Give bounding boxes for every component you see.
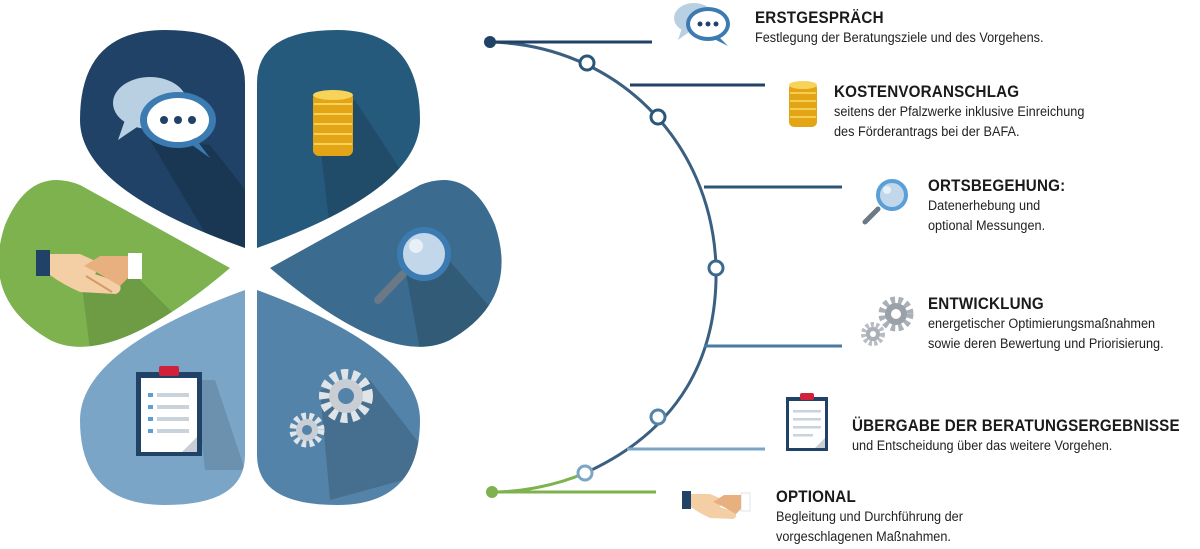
- timeline-node: [649, 408, 667, 426]
- handshake-icon: [682, 491, 751, 519]
- speech-bubbles-icon: [674, 3, 730, 46]
- petal-clipboard: [80, 290, 245, 505]
- magnifier-icon: [862, 179, 908, 225]
- petal-handshake: [0, 180, 230, 347]
- petal-speech: [80, 30, 245, 248]
- step-description: seitens der Pfalzwerke inklusive Einreic…: [834, 104, 1085, 119]
- step-description: sowie deren Bewertung und Priorisierung.: [928, 336, 1164, 351]
- petal-search: [270, 180, 502, 347]
- step-title: ERSTGESPRÄCH: [755, 9, 884, 27]
- magnifier-icon: [374, 227, 451, 304]
- timeline-node: [576, 464, 594, 482]
- coins-icon: [789, 81, 817, 127]
- handshake-icon: [36, 250, 142, 294]
- step-title: ENTWICKLUNG: [928, 295, 1044, 313]
- step-title: ORTSBEGEHUNG:: [928, 177, 1066, 195]
- step-description: Festlegung der Beratungsziele und des Vo…: [755, 30, 1044, 45]
- clipboard-icon: [786, 393, 828, 451]
- flower-diagram: [0, 30, 502, 505]
- timeline-node: [578, 54, 596, 72]
- step-title: KOSTENVORANSCHLAG: [834, 83, 1020, 101]
- step-optional: OPTIONAL Begleitung und Durchführung der…: [776, 487, 975, 547]
- step-kostenvoranschlag: KOSTENVORANSCHLAG seitens der Pfalzwerke…: [834, 82, 1100, 142]
- gears-icon: [289, 369, 373, 448]
- step-erstgespraech: ERSTGESPRÄCH Festlegung der Beratungszie…: [755, 8, 1062, 48]
- speech-bubbles-icon: [113, 77, 216, 158]
- timeline-end-dot: [486, 486, 498, 498]
- timeline-arc: [489, 40, 718, 475]
- step-description: Begleitung und Durchführung der: [776, 509, 963, 524]
- step-description: und Entscheidung über das weitere Vorgeh…: [852, 438, 1113, 453]
- clipboard-icon: [136, 366, 202, 456]
- step-entwicklung: ENTWICKLUNG energetischer Optimierungsma…: [928, 294, 1179, 354]
- timeline-node: [649, 108, 667, 126]
- timeline-arc-optional: [491, 471, 586, 494]
- step-title: OPTIONAL: [776, 488, 856, 506]
- timeline-start-dot: [484, 36, 496, 48]
- gears-icon: [861, 296, 914, 346]
- step-description: energetischer Optimierungsmaßnahmen: [928, 316, 1156, 331]
- step-description: vorgeschlagenen Maßnahmen.: [776, 529, 951, 544]
- step-ortsbegehung: ORTSBEGEHUNG: Datenerhebung und optional…: [928, 176, 1077, 236]
- step-description: des Förderantrags bei der BAFA.: [834, 124, 1020, 139]
- timeline-node: [707, 259, 725, 277]
- step-description: Datenerhebung und: [928, 198, 1041, 213]
- petal-coins: [257, 30, 420, 248]
- step-uebergabe: ÜBERGABE DER BERATUNGSERGEBNISSE und Ent…: [852, 416, 1200, 456]
- coins-icon: [313, 90, 353, 156]
- step-title: ÜBERGABE DER BERATUNGSERGEBNISSE: [852, 417, 1180, 435]
- step-description: optional Messungen.: [928, 218, 1046, 233]
